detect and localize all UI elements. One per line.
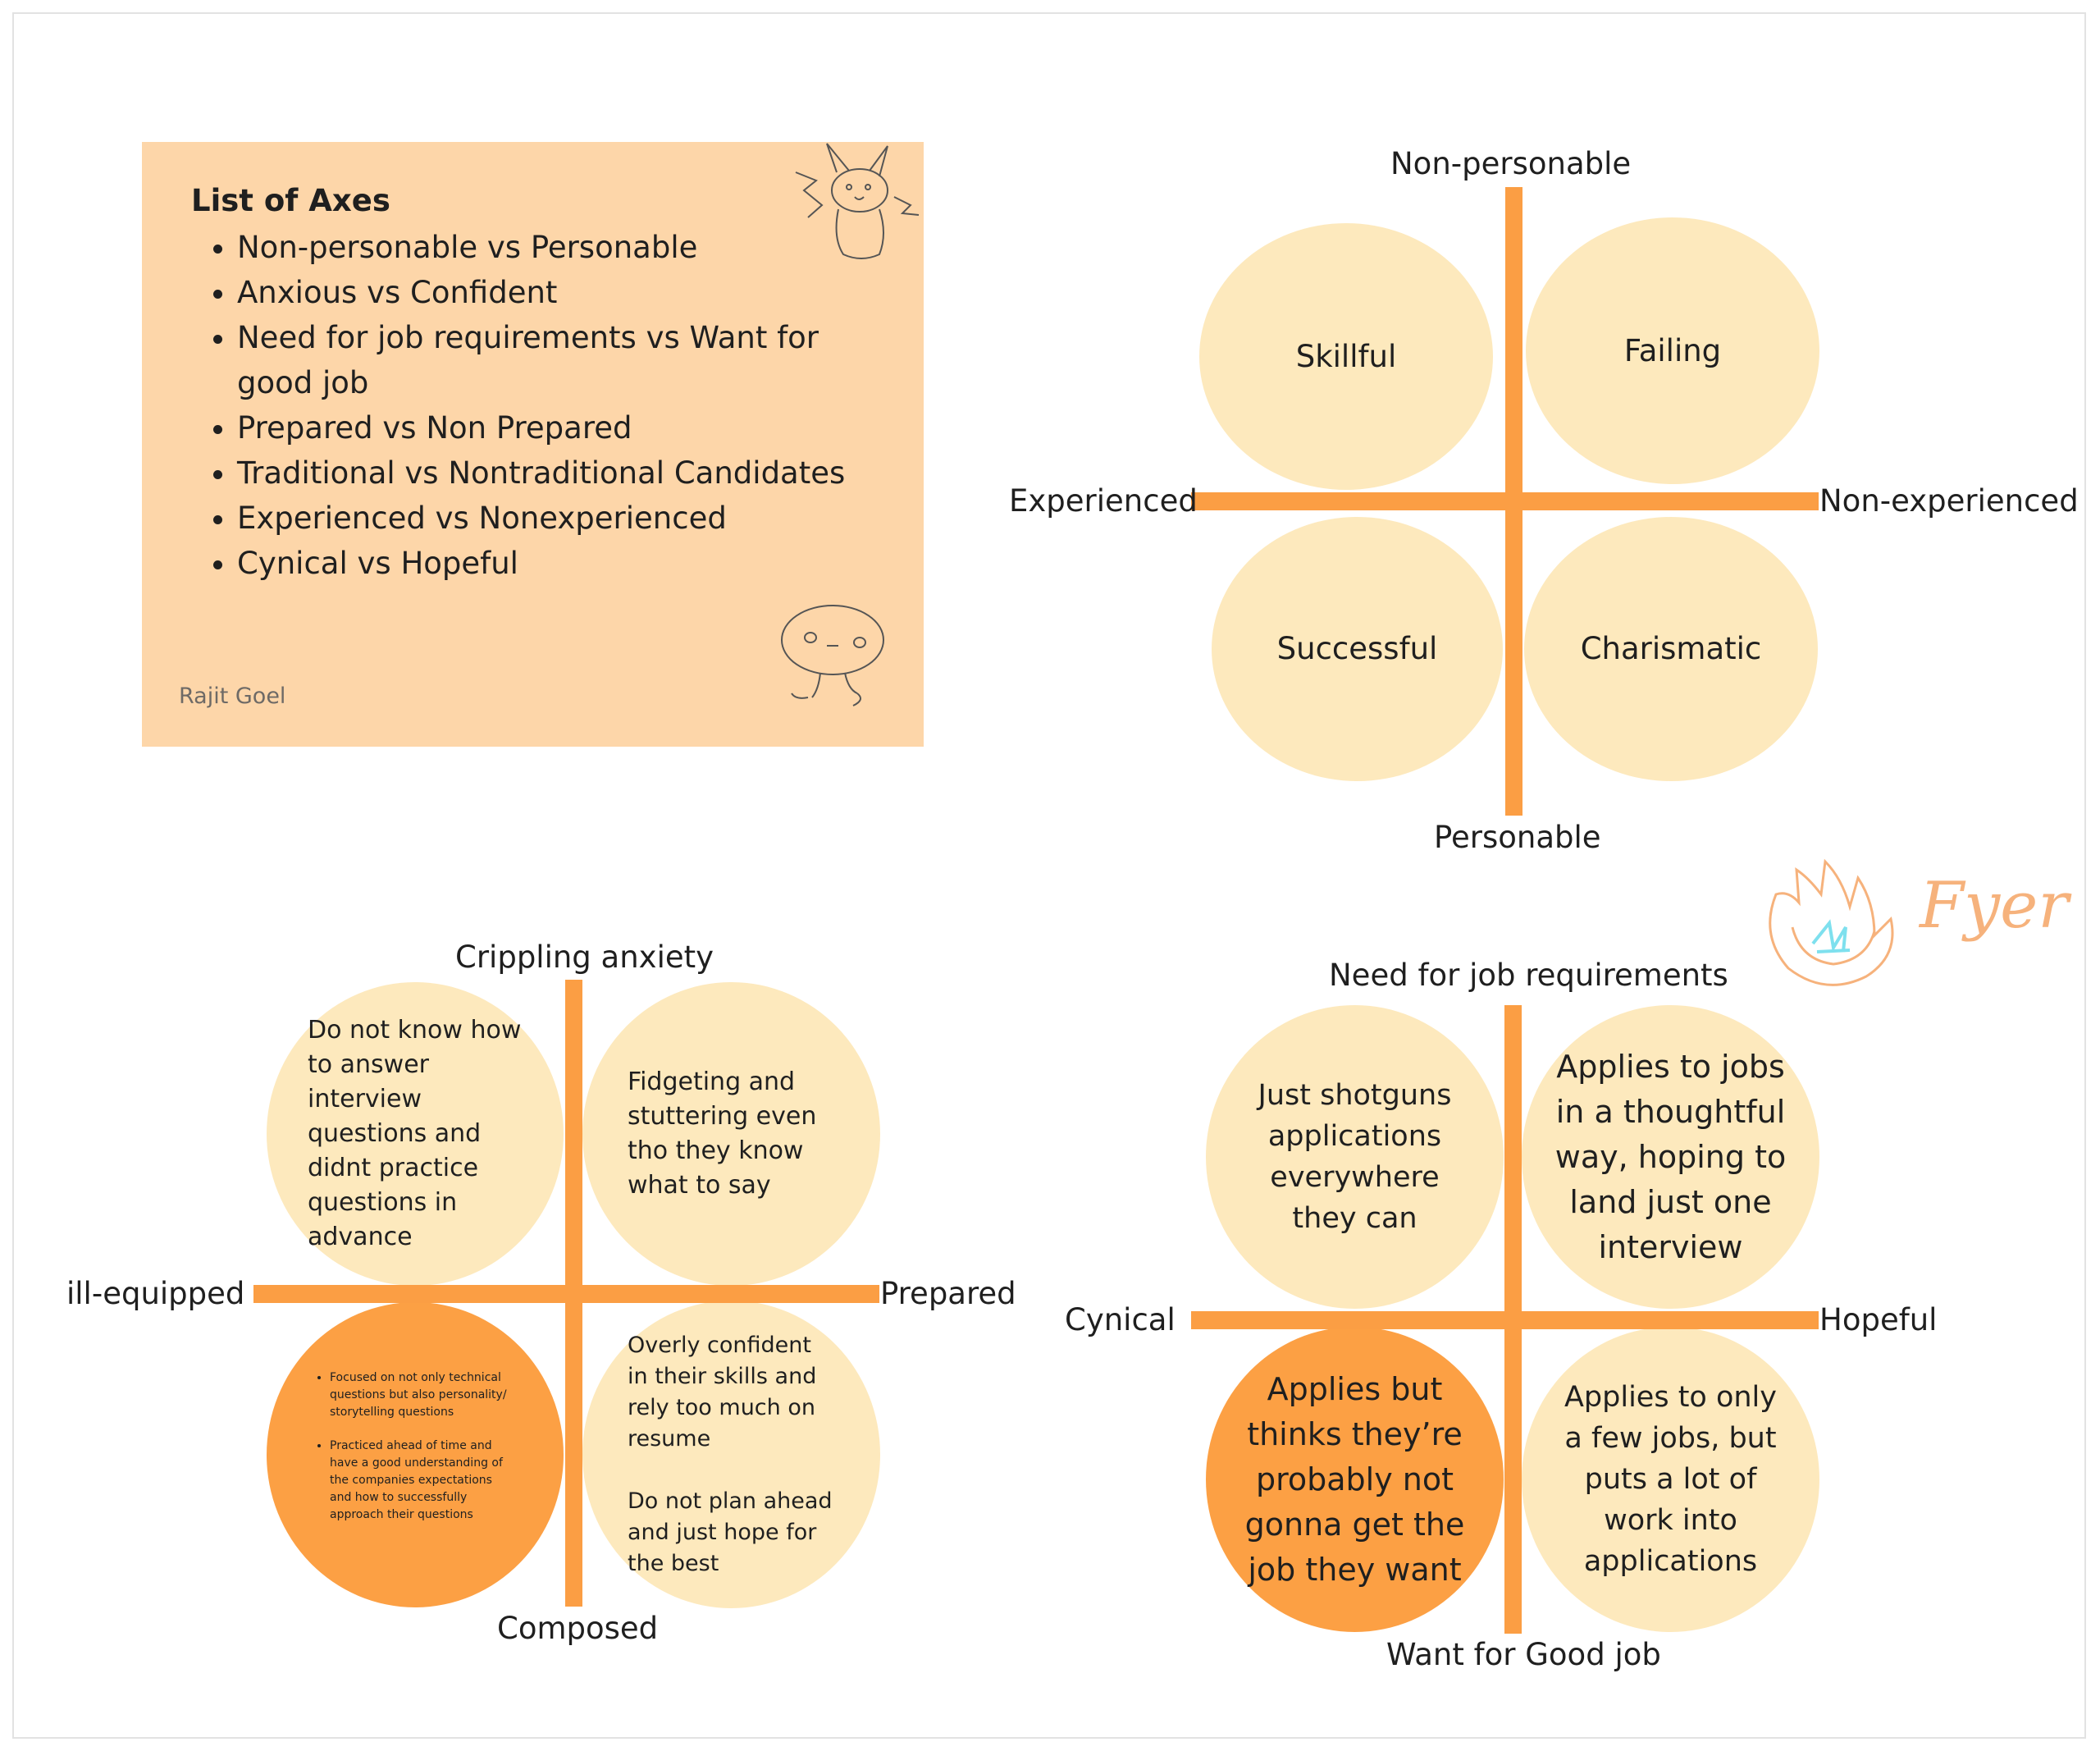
axes-list-item: Need for job requirements vs Want for go…: [237, 315, 874, 405]
axis-label-bottom: Want for Good job: [1386, 1637, 1661, 1672]
quadrant-bullet-list: Focused on not only technical questions …: [312, 1369, 514, 1540]
canvas-frame: [12, 12, 2086, 1739]
quadrant-circle-tl[interactable]: Skillful: [1199, 223, 1493, 490]
quadrant-label: Applies to jobs in a thoughtful way, hop…: [1554, 1048, 1787, 1265]
axis-label-right: Non-experienced: [1819, 483, 2079, 519]
horizontal-axis: [1191, 1311, 1819, 1329]
axes-list-item: Non-personable vs Personable: [237, 225, 874, 270]
sticky-note-list-of-axes[interactable]: List of Axes Non-personable vs Personabl…: [142, 142, 924, 747]
quadrant-circle-tr[interactable]: Failing: [1526, 217, 1819, 484]
quadrant-circle-br[interactable]: Applies to only a few jobs, but puts a l…: [1522, 1327, 1819, 1632]
fyer-text: Fyer: [1918, 869, 2072, 943]
quadrant-circle-bl[interactable]: Successful: [1212, 517, 1503, 781]
fyer-handwriting: Fyer: [1918, 869, 2072, 943]
ditto-doodle-icon: [781, 605, 884, 706]
axis-label-left: Cynical: [1065, 1302, 1176, 1337]
paragraph-spacer: [628, 1455, 835, 1486]
quadrant-paragraph: Do not plan ahead and just hope for the …: [628, 1488, 833, 1576]
fire-doodle-icon: [1769, 858, 1894, 986]
axes-list-item: Traditional vs Nontraditional Candidates: [237, 450, 874, 496]
axis-label-right: Hopeful: [1819, 1302, 1938, 1337]
axis-label-top: Need for job requirements: [1329, 958, 1728, 993]
axis-label-left: Experienced: [1009, 483, 1198, 519]
quadrant-label: Applies but thinks they’re probably not …: [1244, 1370, 1465, 1588]
quadrant-bullet: Focused on not only technical questions …: [330, 1369, 514, 1421]
note-author: Rajit Goel: [179, 683, 286, 709]
axis-label-top: Non-personable: [1390, 146, 1632, 181]
quadrant-circle-tl[interactable]: Just shotguns applications everywhere th…: [1206, 1005, 1504, 1309]
quadrant-label: Failing: [1623, 332, 1722, 368]
axis-label-right: Prepared: [880, 1276, 1016, 1311]
quadrant-label: Just shotguns applications everywhere th…: [1258, 1079, 1452, 1235]
quadrant-label: Applies to only a few jobs, but puts a l…: [1564, 1381, 1777, 1578]
quadrant-circle-br[interactable]: Overly confident in their skills and rel…: [582, 1301, 880, 1608]
axis-label-bottom: Personable: [1434, 820, 1601, 855]
quadrant-text: Overly confident in their skills and rel…: [628, 1330, 835, 1580]
axis-label-top: Crippling anxiety: [455, 940, 714, 975]
axes-list-item: Experienced vs Nonexperienced: [237, 496, 874, 541]
quadrant-circle-tr[interactable]: Applies to jobs in a thoughtful way, hop…: [1522, 1005, 1819, 1309]
quadrant-circle-bl[interactable]: Focused on not only technical questions …: [267, 1302, 564, 1607]
quadrant-label: Fidgeting and stuttering even tho they k…: [628, 1068, 817, 1200]
axes-list-item: Prepared vs Non Prepared: [237, 405, 874, 450]
axes-list: Non-personable vs Personable Anxious vs …: [191, 225, 874, 586]
axes-list-item: Anxious vs Confident: [237, 270, 874, 315]
quadrant-paragraph: Overly confident in their skills and rel…: [628, 1332, 817, 1452]
quadrant-label: Skillful: [1295, 338, 1397, 374]
axis-label-bottom: Composed: [497, 1611, 659, 1646]
quadrant-bullet: Practiced ahead of time and have a good …: [330, 1438, 514, 1524]
axes-list-item: Cynical vs Hopeful: [237, 541, 874, 586]
horizontal-axis: [253, 1285, 879, 1303]
note-title: List of Axes: [191, 183, 390, 218]
pikachu-doodle-icon: [795, 143, 920, 259]
quadrant-circle-tr[interactable]: Fidgeting and stuttering even tho they k…: [582, 982, 880, 1286]
quadrant-label: Do not know how to answer interview ques…: [308, 1016, 522, 1251]
horizontal-axis: [1191, 492, 1819, 510]
quadrant-circle-br[interactable]: Charismatic: [1524, 517, 1818, 781]
quadrant-label: Charismatic: [1580, 631, 1762, 666]
quadrant-label: Successful: [1276, 631, 1438, 666]
quadrant-circle-tl[interactable]: Do not know how to answer interview ques…: [267, 982, 564, 1286]
axis-label-left: ill-equipped: [66, 1276, 245, 1311]
quadrant-circle-bl[interactable]: Applies but thinks they’re probably not …: [1206, 1327, 1504, 1632]
